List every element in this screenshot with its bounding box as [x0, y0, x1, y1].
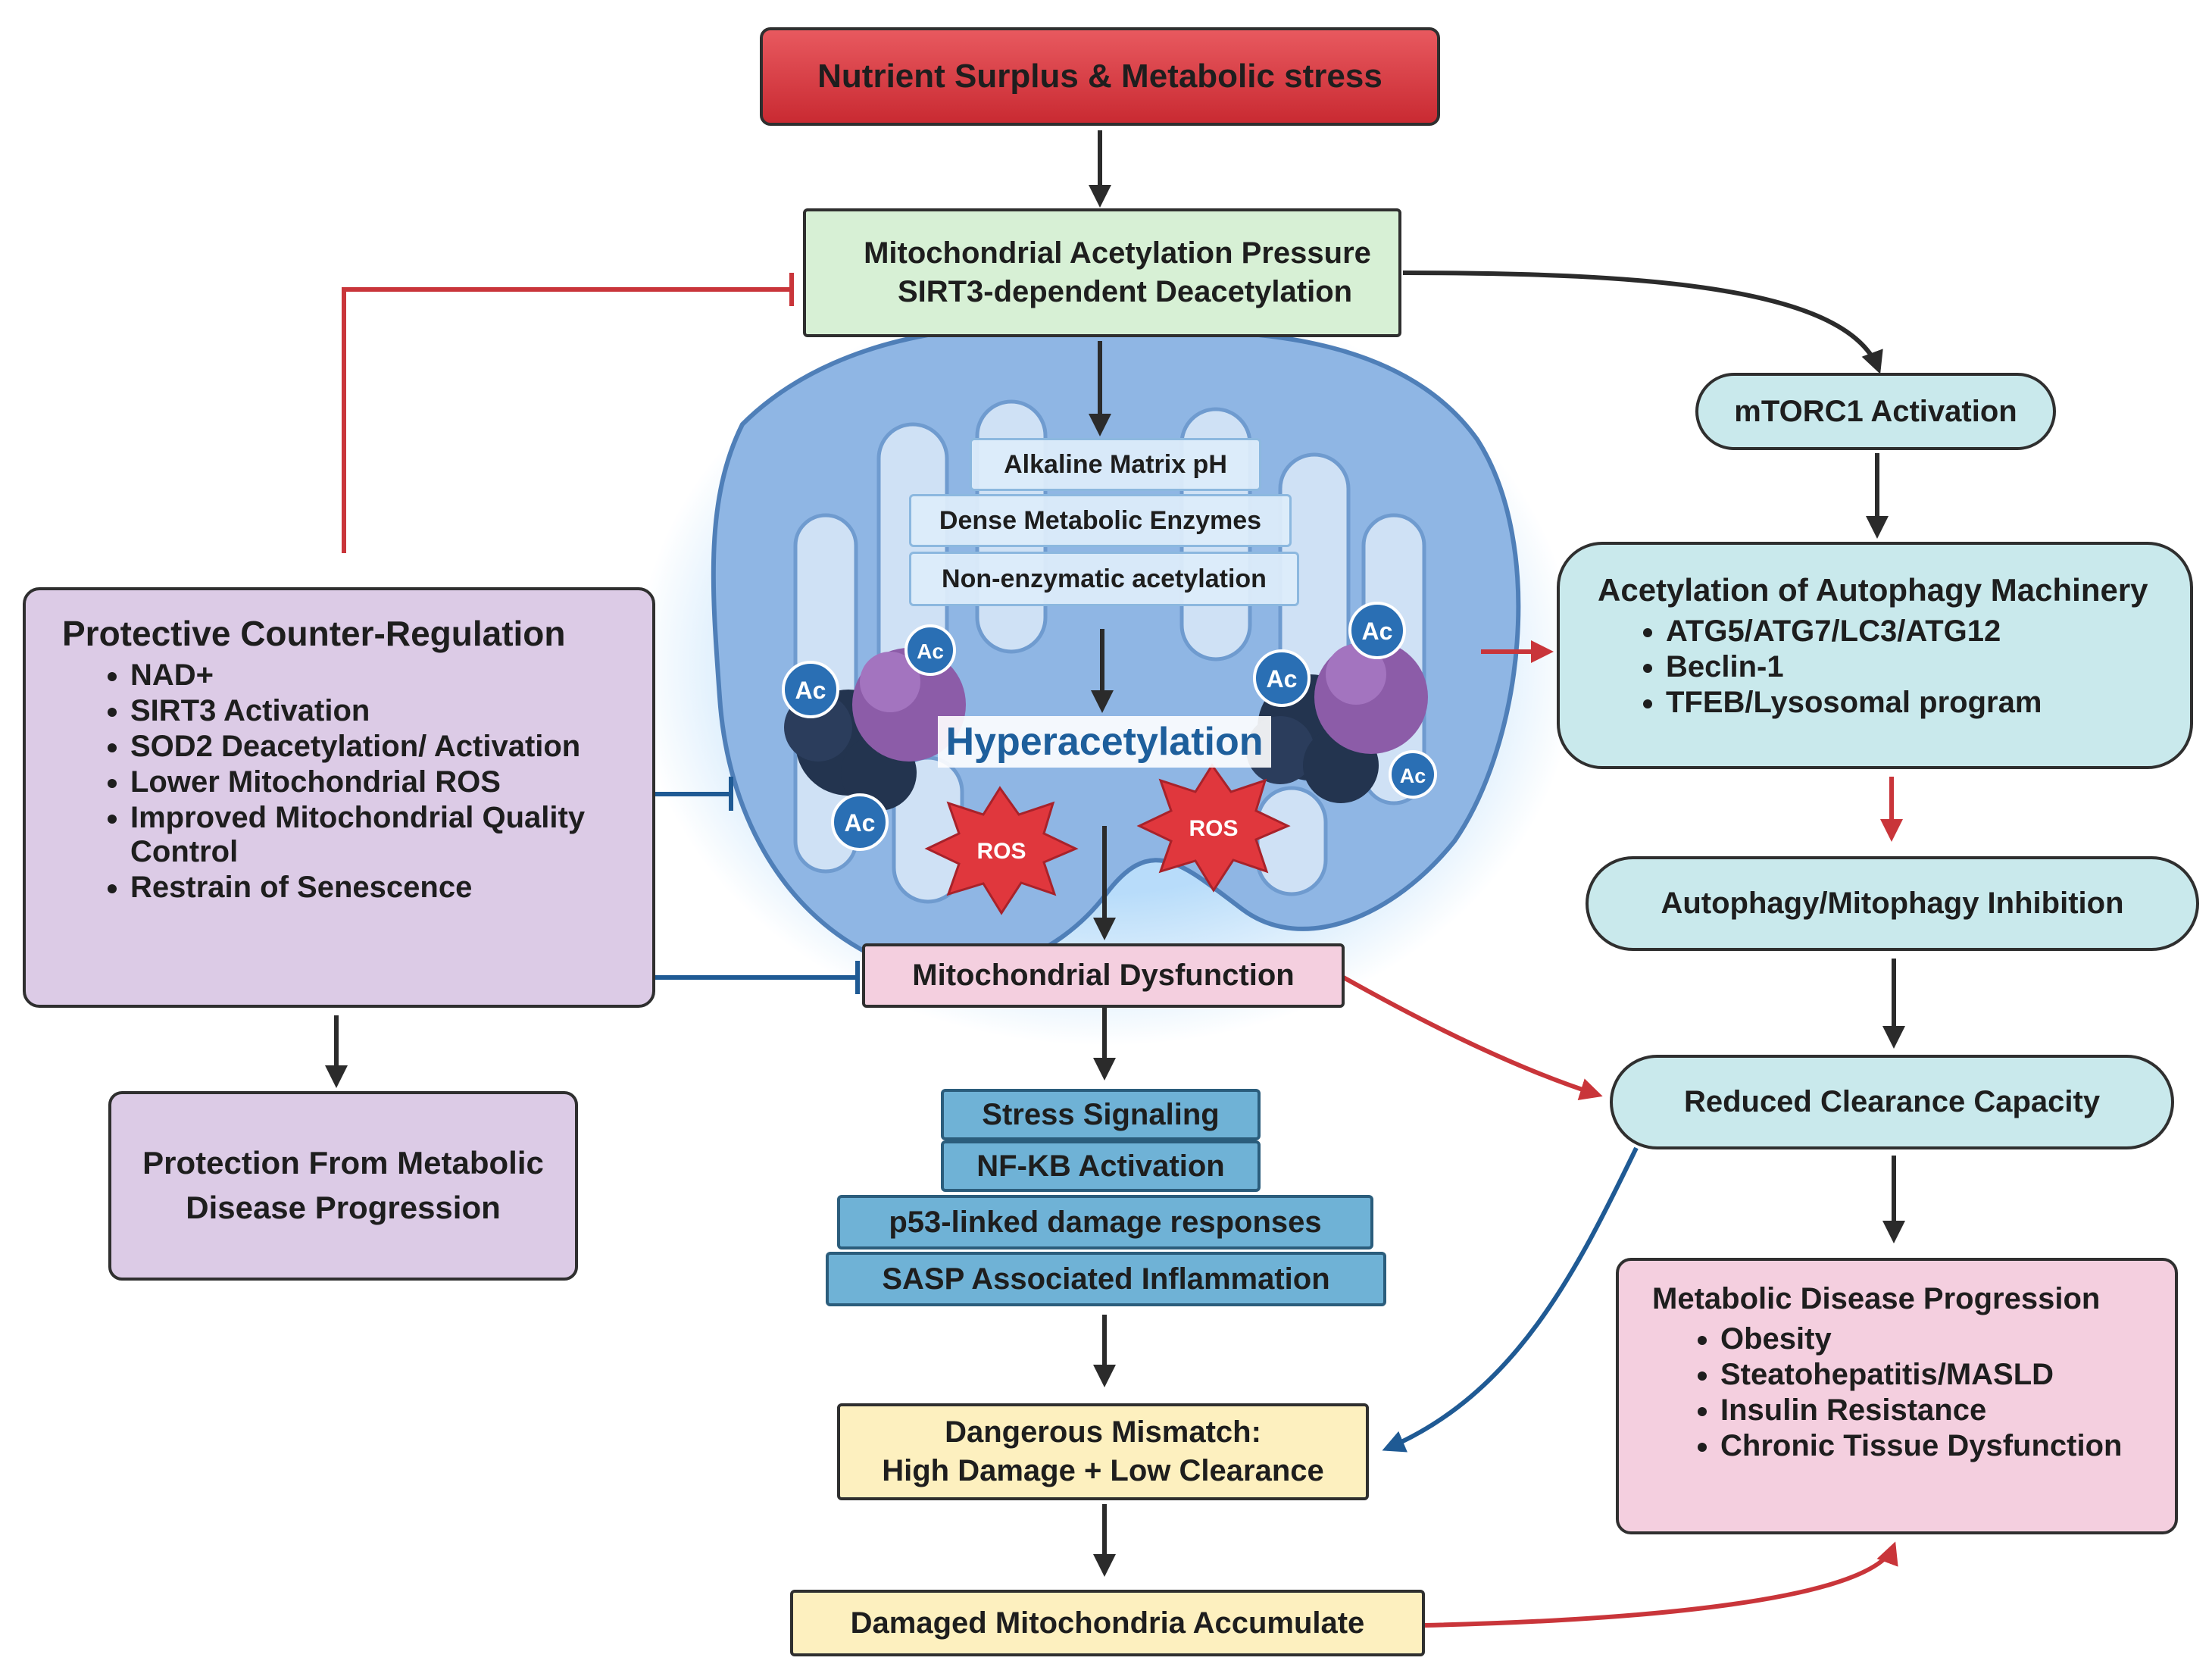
ros-burst: ROS — [1136, 763, 1291, 893]
ros-burst: ROS — [924, 786, 1079, 915]
activation-arrows — [325, 130, 1905, 1577]
nutrient-surplus-label: Nutrient Surplus & Metabolic stress — [817, 58, 1382, 95]
svg-text:Ac: Ac — [845, 809, 876, 837]
list-item: Insulin Resistance — [1720, 1393, 2122, 1428]
stress-signaling-box: Stress Signaling — [941, 1089, 1261, 1140]
damaged-accumulate-label: Damaged Mitochondria Accumulate — [850, 1606, 1365, 1640]
mito-feature-label: Alkaline Matrix pH — [970, 438, 1261, 491]
autophagy-machinery-box: Acetylation of Autophagy Machinery ATG5/… — [1557, 542, 2193, 769]
svg-text:Ac: Ac — [1400, 765, 1426, 787]
sirt3-deacetylation-label: SIRT3-dependent Deacetylation — [897, 275, 1353, 308]
list-item: SOD2 Deacetylation/ Activation — [130, 730, 616, 764]
ac-marker: Ac — [1348, 602, 1406, 659]
list-item: Improved Mitochondrial Quality Control — [130, 801, 616, 869]
mito-feature-label: Non-enzymatic acetylation — [909, 552, 1299, 606]
svg-text:Ac: Ac — [1267, 665, 1298, 693]
mito-dysfunction-label: Mitochondrial Dysfunction — [912, 959, 1295, 992]
dangerous-mismatch-box: Dangerous Mismatch: High Damage + Low Cl… — [837, 1403, 1369, 1500]
list-item: Beclin-1 — [1666, 650, 2042, 684]
mtorc1-box: mTORC1 Activation — [1695, 373, 2056, 450]
list-item: Obesity — [1720, 1322, 2122, 1356]
svg-text:ROS: ROS — [976, 839, 1026, 864]
reduced-clearance-label: Reduced Clearance Capacity — [1683, 1085, 2101, 1118]
list-item: SIRT3 Activation — [130, 694, 616, 728]
list-item: NAD+ — [130, 658, 616, 693]
mtorc1-label: mTORC1 Activation — [1734, 394, 2017, 428]
list-item: TFEB/Lysosomal program — [1666, 686, 2042, 720]
svg-text:Ac: Ac — [1362, 618, 1393, 645]
ac-marker: Ac — [1253, 649, 1311, 707]
autophagy-inhibition-box: Autophagy/Mitophagy Inhibition — [1586, 856, 2199, 951]
ac-marker: Ac — [1389, 750, 1437, 799]
protection-outcome-box: Protection From Metabolic Disease Progre… — [108, 1091, 578, 1281]
autophagy-inhibition-label: Autophagy/Mitophagy Inhibition — [1661, 887, 2124, 920]
protection-outcome-label: Protection From Metabolic Disease Progre… — [142, 1145, 544, 1225]
list-item: Steatohepatitis/MASLD — [1720, 1358, 2122, 1392]
mismatch-line-2: High Damage + Low Clearance — [882, 1454, 1324, 1487]
list-item: Lower Mitochondrial ROS — [130, 765, 616, 799]
autophagy-machinery-title: Acetylation of Autophagy Machinery — [1598, 572, 2148, 608]
ac-marker: Ac — [831, 793, 889, 851]
mito-dysfunction-box: Mitochondrial Dysfunction — [862, 943, 1345, 1008]
sasp-inflammation-box: SASP Associated Inflammation — [826, 1252, 1386, 1306]
nutrient-surplus-box: Nutrient Surplus & Metabolic stress — [760, 27, 1440, 126]
list-item: Restrain of Senescence — [130, 871, 616, 905]
mito-feature-label: Dense Metabolic Enzymes — [909, 494, 1292, 547]
inhibition-blue — [655, 777, 860, 994]
clearance-to-mismatch-arrow — [1382, 1146, 1639, 1453]
list-item: ATG5/ATG7/LC3/ATG12 — [1666, 615, 2042, 649]
acetylation-pressure-label: Mitochondrial Acetylation Pressure — [864, 236, 1371, 270]
inhibition-red — [342, 273, 794, 553]
svg-text:Ac: Ac — [917, 640, 944, 663]
ac-marker: Ac — [782, 661, 839, 718]
metabolic-disease-box: Metabolic Disease Progression Obesity St… — [1616, 1258, 2178, 1534]
p53-response-box: p53-linked damage responses — [837, 1195, 1373, 1249]
svg-text:ROS: ROS — [1189, 816, 1238, 841]
metabolic-disease-title: Metabolic Disease Progression — [1652, 1282, 2101, 1315]
reduced-clearance-box: Reduced Clearance Capacity — [1610, 1055, 2174, 1149]
promoting-arrows — [1339, 640, 1903, 1628]
list-item: Chronic Tissue Dysfunction — [1720, 1429, 2122, 1463]
ac-marker: Ac — [904, 624, 956, 676]
mismatch-line-1: Dangerous Mismatch: — [945, 1415, 1261, 1449]
nfkb-activation-box: NF-KB Activation — [941, 1140, 1261, 1192]
protective-counter-regulation-title: Protective Counter-Regulation — [62, 614, 566, 653]
damaged-accumulate-box: Damaged Mitochondria Accumulate — [790, 1590, 1425, 1656]
svg-text:Ac: Ac — [795, 677, 826, 704]
hyperacetylation-label: Hyperacetylation — [938, 716, 1271, 768]
acetylation-pressure-box: Mitochondrial Acetylation Pressure SIRT3… — [803, 208, 1401, 337]
protective-counter-regulation-box: Protective Counter-Regulation NAD+ SIRT3… — [23, 587, 655, 1008]
